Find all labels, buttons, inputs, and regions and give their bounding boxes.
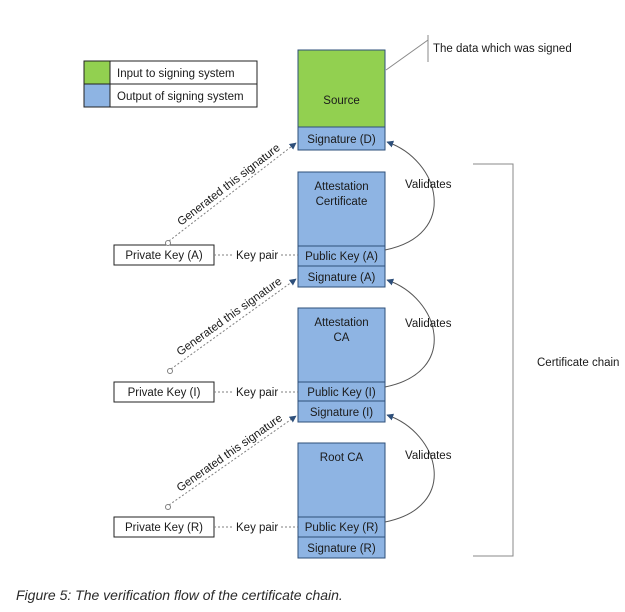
generated-label-a: Generated this signature [176, 142, 283, 228]
source-title: Source [323, 95, 359, 107]
key-pair-link-i: Key pair [214, 387, 298, 399]
legend-output-swatch [83, 83, 111, 108]
private-key-i-label: Private Key (I) [128, 387, 201, 399]
attestation-ca-title-2: CA [334, 332, 350, 344]
signature-r-box [297, 536, 386, 559]
attestation-certificate-title-1: Attestation [314, 181, 368, 193]
public-key-r-label: Public Key (R) [305, 522, 379, 534]
private-key-r: Private Key (R) [113, 516, 215, 538]
signature-a-box [297, 265, 386, 288]
validates-label-r: Validates [405, 450, 452, 462]
signature-d-label: Signature (D) [307, 134, 376, 146]
validates-arrow-a: Validates [384, 140, 452, 251]
legend-input-label: Input to signing system [117, 68, 235, 80]
validates-label-a: Validates [405, 179, 452, 191]
attestation-certificate-box [297, 171, 386, 247]
signature-r-label: Signature (R) [307, 543, 376, 555]
attestation-ca-block: Attestation CA Public Key (I) Signature … [297, 307, 386, 423]
key-pair-label-r: Key pair [236, 522, 278, 534]
source-callout: The data which was signed [385, 35, 572, 71]
legend: Input to signing system Output of signin… [83, 60, 258, 108]
validates-arrow-r: Validates [384, 413, 452, 523]
private-key-a: Private Key (A) [113, 244, 215, 266]
attestation-certificate-block: Attestation Certificate Public Key (A) S… [297, 171, 386, 288]
generated-label-i: Generated this signature [175, 276, 285, 359]
key-pair-link-r: Key pair [214, 522, 298, 534]
root-ca-block: Root CA Public Key (R) Signature (R) [297, 442, 386, 559]
signature-i-label: Signature (I) [310, 407, 373, 419]
generated-arrow-r: Generated this signature [165, 412, 297, 510]
public-key-a-label: Public Key (A) [305, 251, 378, 263]
legend-output-label: Output of signing system [117, 91, 244, 103]
attestation-certificate-title-2: Certificate [316, 196, 368, 208]
generated-arrow-a: Generated this signature [165, 142, 297, 246]
root-ca-box [297, 442, 386, 518]
key-pair-link-a: Key pair [214, 250, 298, 262]
attestation-ca-title-1: Attestation [314, 317, 368, 329]
certificate-chain-bracket: Certificate chain [473, 163, 619, 557]
legend-output-label-box [109, 83, 258, 108]
callout-leader-line [385, 39, 429, 71]
generated-arrow-i: Generated this signature [167, 276, 297, 374]
source-box [297, 49, 386, 128]
source-block: Source Signature (D) [297, 49, 386, 151]
key-pair-label-i: Key pair [236, 387, 278, 399]
root-ca-title: Root CA [320, 452, 364, 464]
signature-i-box [297, 400, 386, 423]
validates-label-i: Validates [405, 318, 452, 330]
key-pair-label-a: Key pair [236, 250, 278, 262]
figure-caption: Figure 5: The verification flow of the c… [16, 587, 343, 603]
public-key-i-label: Public Key (I) [307, 387, 376, 399]
signature-a-label: Signature (A) [308, 272, 376, 284]
private-key-i: Private Key (I) [113, 381, 215, 403]
validates-arrow-i: Validates [384, 278, 452, 388]
generated-label-r: Generated this signature [175, 412, 285, 494]
legend-input-swatch [83, 60, 111, 85]
certificate-chain-label: Certificate chain [537, 357, 619, 369]
private-key-a-label: Private Key (A) [125, 250, 202, 262]
private-key-r-label: Private Key (R) [125, 522, 203, 534]
signature-d-box [297, 126, 386, 151]
callout-text: The data which was signed [433, 43, 572, 55]
